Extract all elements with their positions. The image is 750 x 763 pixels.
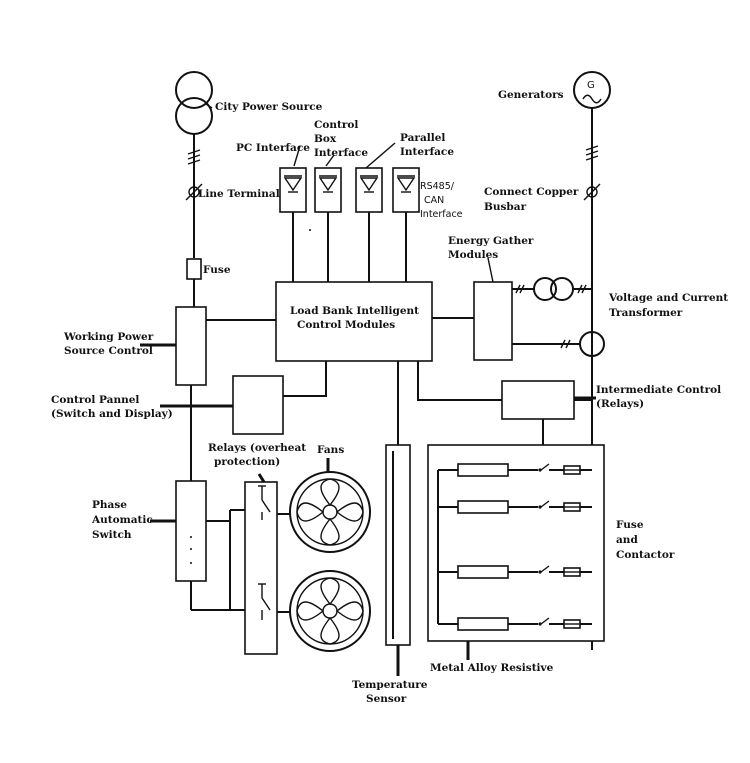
label-load-bank-control-modules: Load Bank Intelligent Control Modules xyxy=(290,305,423,331)
resistor-branch-1 xyxy=(438,463,592,477)
copper-busbar-terminal-icon xyxy=(583,183,601,201)
label-line-terminal: Line Terminal xyxy=(198,188,280,200)
interface-pc xyxy=(279,167,307,213)
label-control-panel: Control Pannel (Switch and Display) xyxy=(51,394,173,420)
label-rs485-can-interface: RS485/ CAN Interface xyxy=(420,181,463,220)
intermediate-control-relays-box xyxy=(501,380,575,420)
load-bank-control-module-box xyxy=(275,281,433,362)
leader-relays xyxy=(257,473,266,483)
resistor-branch-4 xyxy=(438,617,592,631)
label-fans: Fans xyxy=(317,444,344,456)
label-energy-gather-modules: Energy Gather Modules xyxy=(448,235,537,261)
label-relays-overheat-protection: Relays (overheat protection) xyxy=(208,442,310,468)
working-power-source-control-box xyxy=(175,306,207,386)
label-working-power-source-control: Working Power Source Control xyxy=(63,331,157,357)
interface-wires xyxy=(292,212,407,282)
label-city-power-source: City Power Source xyxy=(215,101,323,113)
control-panel-box xyxy=(232,375,284,435)
temperature-sensor-box xyxy=(385,444,411,646)
label-metal-alloy-resistive: Metal Alloy Resistive xyxy=(430,662,554,674)
phase-automatic-switch-box xyxy=(175,480,207,582)
label-connect-copper-busbar: Connect Copper Busbar xyxy=(484,186,582,213)
generator-g-symbol: G xyxy=(587,80,595,91)
metal-alloy-resistive-bank-box xyxy=(427,444,605,642)
label-control-box-interface: Control Box Interface xyxy=(314,119,368,159)
fuse-symbol xyxy=(186,258,202,280)
label-temperature-sensor: Temperature Sensor xyxy=(352,679,431,705)
label-phase-automatic-switch: Phase Automatic Switch xyxy=(91,499,156,541)
label-fuse: Fuse xyxy=(203,264,231,276)
label-intermediate-control: Intermediate Control (Relays) xyxy=(596,384,725,410)
relay-switch-icon-bottom xyxy=(258,583,271,620)
current-transformer-ring-icon xyxy=(579,331,605,357)
resistor-branch-3 xyxy=(438,565,592,579)
line-break-marks-left xyxy=(187,149,201,165)
resistor-branch-2 xyxy=(438,500,592,514)
relay-switch-icon-top xyxy=(258,485,271,520)
phase-switch-dots xyxy=(190,536,192,564)
label-pc-interface: PC Interface xyxy=(236,142,310,154)
label-voltage-current-transformer: Voltage and Current Transformer xyxy=(608,292,732,319)
current-transformer-break-marks xyxy=(560,339,571,349)
transformer-coil-icon xyxy=(533,277,574,301)
city-power-transformer-icon xyxy=(175,71,213,135)
relays-overheat-protection-box xyxy=(244,481,278,655)
transformer-break-marks xyxy=(515,284,587,294)
interface-rs485-can xyxy=(392,167,420,213)
fan-icon-top xyxy=(289,471,371,553)
line-terminal-icon xyxy=(185,183,203,201)
label-parallel-interface: Parallel Interface xyxy=(400,132,454,158)
wire-main-to-intermediate xyxy=(417,361,502,401)
interface-control-box xyxy=(314,167,342,213)
energy-gather-modules-box xyxy=(473,281,513,361)
interface-parallel xyxy=(355,167,383,213)
label-generators: Generators xyxy=(498,89,564,101)
line-break-marks-right xyxy=(585,145,599,161)
label-fuse-and-contactor: Fuse and Contactor xyxy=(616,519,675,561)
fan-icon-bottom xyxy=(289,570,371,652)
wire-panel-to-main xyxy=(283,361,327,397)
